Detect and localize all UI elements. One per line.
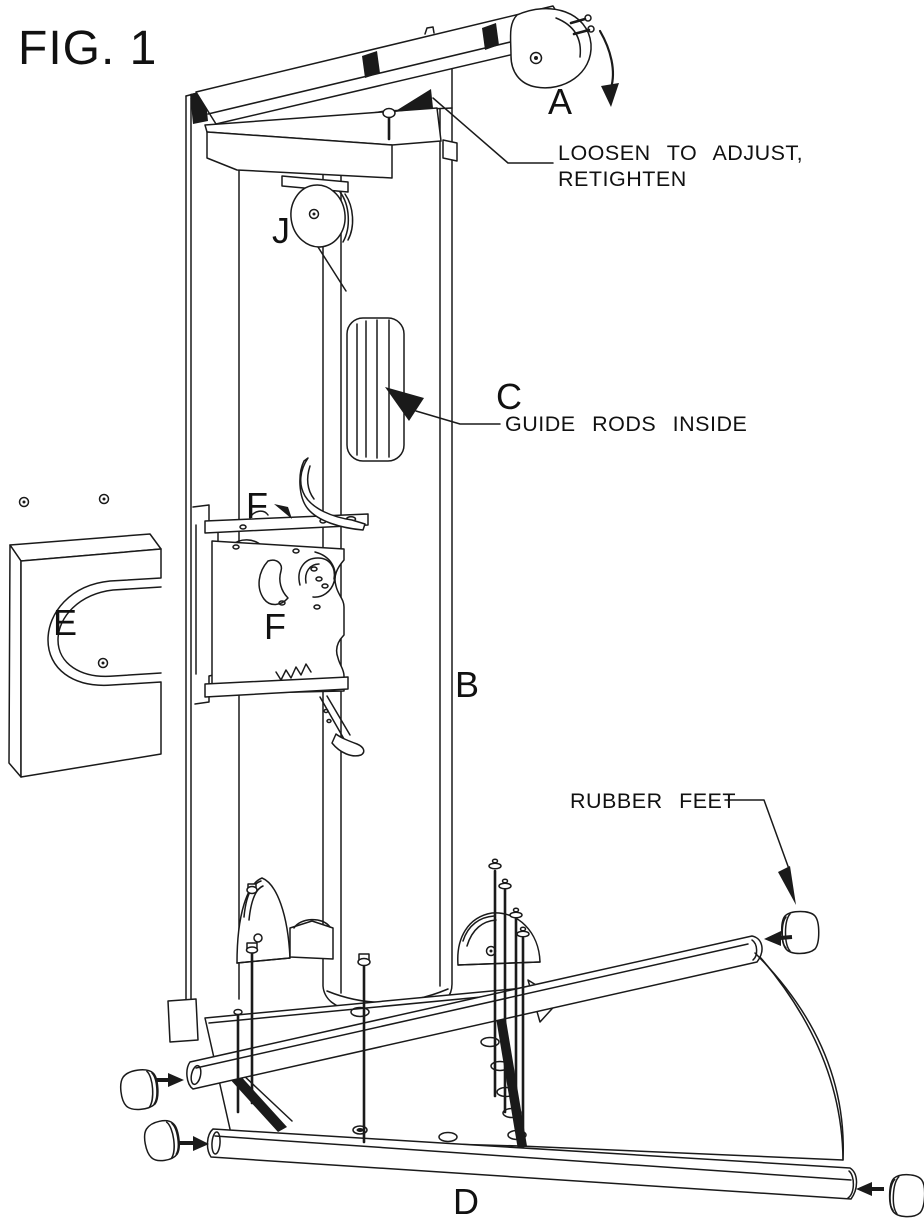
label-part-j: J <box>272 210 290 251</box>
annotation-loosen-line2: RETIGHTEN <box>558 167 687 191</box>
assembly-arrow <box>856 1182 884 1196</box>
rubber-foot-front-left <box>143 1120 180 1162</box>
callout-guide-rods <box>385 387 501 425</box>
mounting-bolts <box>233 858 530 1144</box>
press-arm <box>195 5 595 125</box>
pointer-arrow <box>385 387 424 421</box>
arm-pegs <box>569 14 595 36</box>
pointer-arrow <box>394 89 433 112</box>
rotation-arrow <box>598 29 619 107</box>
leader-line <box>724 799 790 870</box>
arm-end-bracket <box>509 7 592 89</box>
assembly-arrow <box>156 1073 184 1087</box>
rubber-foot-rear-right <box>781 910 820 955</box>
bottom-pulley-right <box>457 912 541 966</box>
pointer-arrow-f <box>274 504 292 519</box>
rear-stabilizer-tube <box>186 935 763 1090</box>
main-column <box>322 58 458 1011</box>
carriage-bracket <box>204 457 369 757</box>
ratchet-teeth <box>275 663 312 681</box>
adjust-hook <box>299 457 366 531</box>
callout-rubber-feet <box>724 799 796 905</box>
figure-title: FIG. 1 <box>18 22 157 75</box>
arm-joint-band <box>482 23 499 50</box>
screw <box>18 496 30 508</box>
pad-front-face <box>20 548 162 778</box>
top-pulley <box>281 175 354 292</box>
crossbar <box>206 131 393 179</box>
arm-joint-band <box>362 51 380 78</box>
adjust-bolt <box>382 107 396 141</box>
leader-line <box>415 410 501 425</box>
annotation-rubber-feet: RUBBER FEET <box>570 789 736 813</box>
pad-screws <box>18 493 110 669</box>
rubber-foot-rear-left <box>119 1069 159 1111</box>
fan-plate-edge <box>754 952 844 1161</box>
screw <box>98 493 110 505</box>
leader-line <box>432 97 554 164</box>
strut-blade <box>331 733 365 757</box>
assembly-arrow <box>178 1136 209 1151</box>
pulley-strap <box>281 175 349 193</box>
label-part-a: A <box>548 81 572 122</box>
screw <box>498 878 512 890</box>
upright-foot <box>167 998 199 1043</box>
assembly-arrow <box>764 931 793 946</box>
label-part-f-lower: F <box>264 606 286 647</box>
label-part-b: B <box>455 664 479 705</box>
column-clip <box>442 139 458 162</box>
gusset-edge <box>494 1002 527 1150</box>
base-assembly <box>119 858 924 1218</box>
rubber-foot-front-right <box>888 1173 924 1218</box>
guide-rod-window <box>346 317 405 462</box>
pointer-arrow <box>778 866 796 905</box>
label-part-c: C <box>496 376 522 417</box>
callout-loosen <box>394 89 554 164</box>
lower-flange <box>204 676 349 698</box>
label-part-d: D <box>453 1181 479 1221</box>
backrest-pad <box>8 533 162 778</box>
screw <box>516 926 530 938</box>
label-part-e: E <box>53 602 77 643</box>
cable <box>317 246 347 292</box>
bottom-pulley-left <box>236 877 334 964</box>
screw <box>488 858 502 870</box>
annotation-guide-rods: GUIDE RODS INSIDE <box>505 412 747 436</box>
label-part-f-upper: F <box>246 485 268 526</box>
annotation-loosen-line1: LOOSEN TO ADJUST, <box>558 141 803 165</box>
screw <box>509 907 523 919</box>
front-stabilizer-tube <box>206 1128 858 1200</box>
screw <box>97 657 109 669</box>
